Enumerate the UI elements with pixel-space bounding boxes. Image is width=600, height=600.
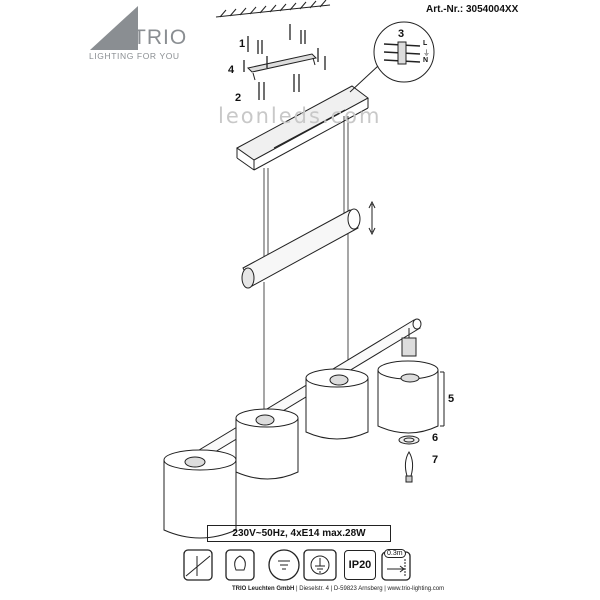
footer-address: Dieselstr. 4 — [299, 586, 329, 592]
article-number: Art.-Nr.: 3054004XX — [426, 4, 519, 15]
wiring-detail — [349, 21, 435, 93]
wire-label-earth: ⏚ — [423, 50, 430, 57]
wire-label-l: L — [423, 40, 428, 47]
distance-label: 0.3m — [384, 549, 406, 558]
lamp-shade-1 — [163, 449, 237, 539]
trio-logo-icon — [90, 6, 138, 50]
brand-name: TRIO — [133, 26, 188, 49]
class1-icon — [303, 549, 337, 581]
ceiling-hatch — [215, 0, 331, 18]
earth-symbol-icon — [268, 549, 300, 581]
wire-label-n: N — [423, 57, 429, 64]
ip-rating-icon: IP20 — [344, 550, 376, 580]
bulb-symbol-icon — [225, 549, 255, 581]
height-arrow — [368, 200, 376, 236]
suspension-cables — [263, 116, 349, 410]
footer-company: TRIO Leuchten GmbH — [232, 586, 295, 592]
screws-and-dowels — [243, 24, 326, 100]
shade-ring — [398, 435, 420, 445]
footer-web: www.trio-lighting.com — [387, 586, 445, 592]
height-adjuster — [241, 208, 361, 289]
step-3-number: 3 — [398, 28, 405, 40]
footer-city: D-59823 Arnsberg — [333, 586, 383, 592]
mounting-bracket — [246, 53, 318, 81]
footer: TRIO Leuchten GmbH | Dieselstr. 4 | D-59… — [232, 586, 445, 592]
luminaire-icon — [183, 549, 213, 581]
e14-bulb-icon — [404, 451, 414, 483]
shade-height-bracket — [440, 371, 445, 427]
electrical-specs: 230V~50Hz, 4xE14 max.28W — [207, 525, 391, 542]
ceiling-canopy — [236, 85, 369, 171]
brand-tagline: LIGHTING FOR YOU — [89, 51, 180, 61]
step-7-number: 7 — [432, 454, 439, 466]
watermark: leonleds.com — [218, 104, 382, 128]
step-2-number: 2 — [235, 92, 242, 104]
step-1-number: 1 — [239, 38, 246, 50]
step-6-number: 6 — [432, 432, 439, 444]
lamp-shade-2 — [235, 408, 299, 480]
step-5-number: 5 — [448, 393, 455, 405]
lamp-shade-3 — [305, 368, 369, 440]
step-4-number: 4 — [228, 64, 235, 76]
lamp-shade-4 — [377, 328, 439, 434]
